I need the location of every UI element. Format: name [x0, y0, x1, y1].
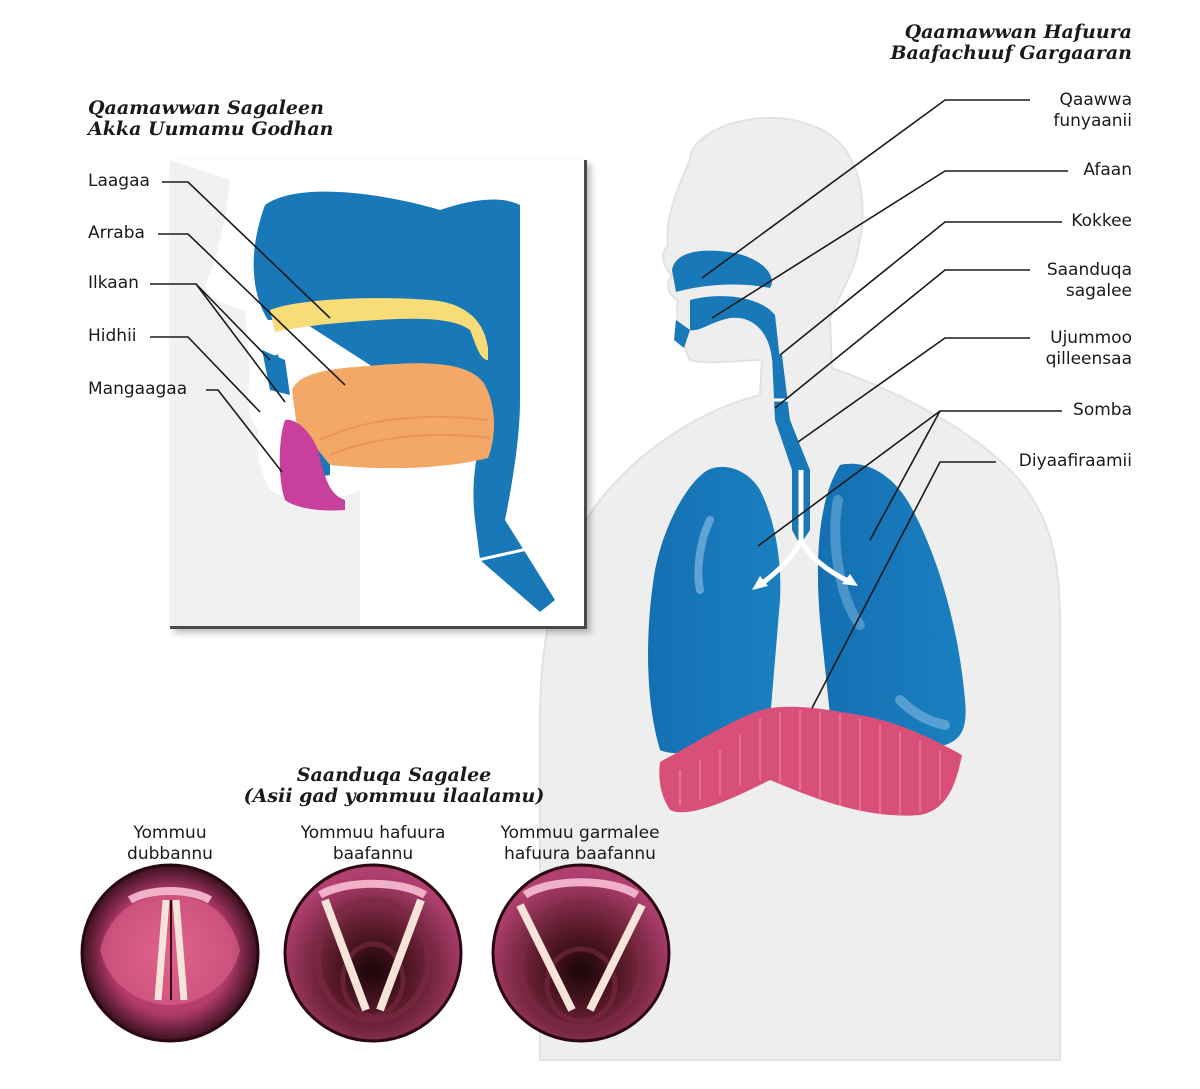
label-mangaagaa: Mangaagaa — [88, 379, 187, 400]
label-trachea-line2: qilleensaa — [1046, 349, 1132, 370]
speech-title-line2: Akka Uumamu Godhan — [88, 119, 333, 140]
speech-title-line1: Qaamawwan Sagaleen — [88, 98, 333, 119]
label-trachea: Ujummoo qilleensaa — [1046, 328, 1132, 370]
speech-title: Qaamawwan Sagaleen Akka Uumamu Godhan — [88, 98, 333, 140]
larynx-deep-view — [493, 865, 669, 1041]
label-nasal-cavity: Qaawwa funyaanii — [1053, 90, 1132, 132]
label-hidhii: Hidhii — [88, 326, 137, 347]
caption-deep-line1: Yommuu garmalee — [480, 823, 680, 844]
caption-open-line1: Yommuu hafuura — [283, 823, 463, 844]
label-lungs: Somba — [1073, 400, 1132, 421]
respiratory-title: Qaamawwan Hafuura Baafachuuf Gargaaran — [890, 22, 1132, 64]
respiratory-title-line2: Baafachuuf Gargaaran — [890, 43, 1132, 64]
speech-inset — [170, 160, 584, 626]
label-laagaa: Laagaa — [88, 171, 150, 192]
label-mouth: Afaan — [1083, 160, 1132, 181]
label-larynx-line2: sagalee — [1047, 281, 1132, 302]
label-larynx-line1: Saanduqa — [1047, 260, 1132, 281]
caption-larynx-open: Yommuu hafuura baafannu — [283, 823, 463, 865]
label-nasal-line2: funyaanii — [1053, 111, 1132, 132]
label-nasal-line1: Qaawwa — [1053, 90, 1132, 111]
caption-deep-line2: hafuura baafannu — [480, 844, 680, 865]
larynx-title-line2: (Asii gad yommuu ilaalamu) — [234, 786, 554, 807]
caption-larynx-deep: Yommuu garmalee hafuura baafannu — [480, 823, 680, 865]
label-throat: Kokkee — [1071, 211, 1132, 232]
larynx-title: Saanduqa Sagalee (Asii gad yommuu ilaala… — [234, 765, 554, 807]
label-trachea-line1: Ujummoo — [1046, 328, 1132, 349]
label-diaphragm: Diyaafiraamii — [1019, 451, 1132, 472]
larynx-closed-view — [82, 865, 258, 1041]
larynx-open-view — [285, 865, 461, 1041]
caption-larynx-closed: Yommuu dubbannu — [100, 823, 240, 865]
label-larynx: Saanduqa sagalee — [1047, 260, 1132, 302]
caption-closed-line1: Yommuu — [100, 823, 240, 844]
label-arraba: Arraba — [88, 223, 145, 244]
caption-closed-line2: dubbannu — [100, 844, 240, 865]
respiratory-title-line1: Qaamawwan Hafuura — [890, 22, 1132, 43]
label-ilkaan: Ilkaan — [88, 273, 139, 294]
caption-open-line2: baafannu — [283, 844, 463, 865]
larynx-title-line1: Saanduqa Sagalee — [234, 765, 554, 786]
